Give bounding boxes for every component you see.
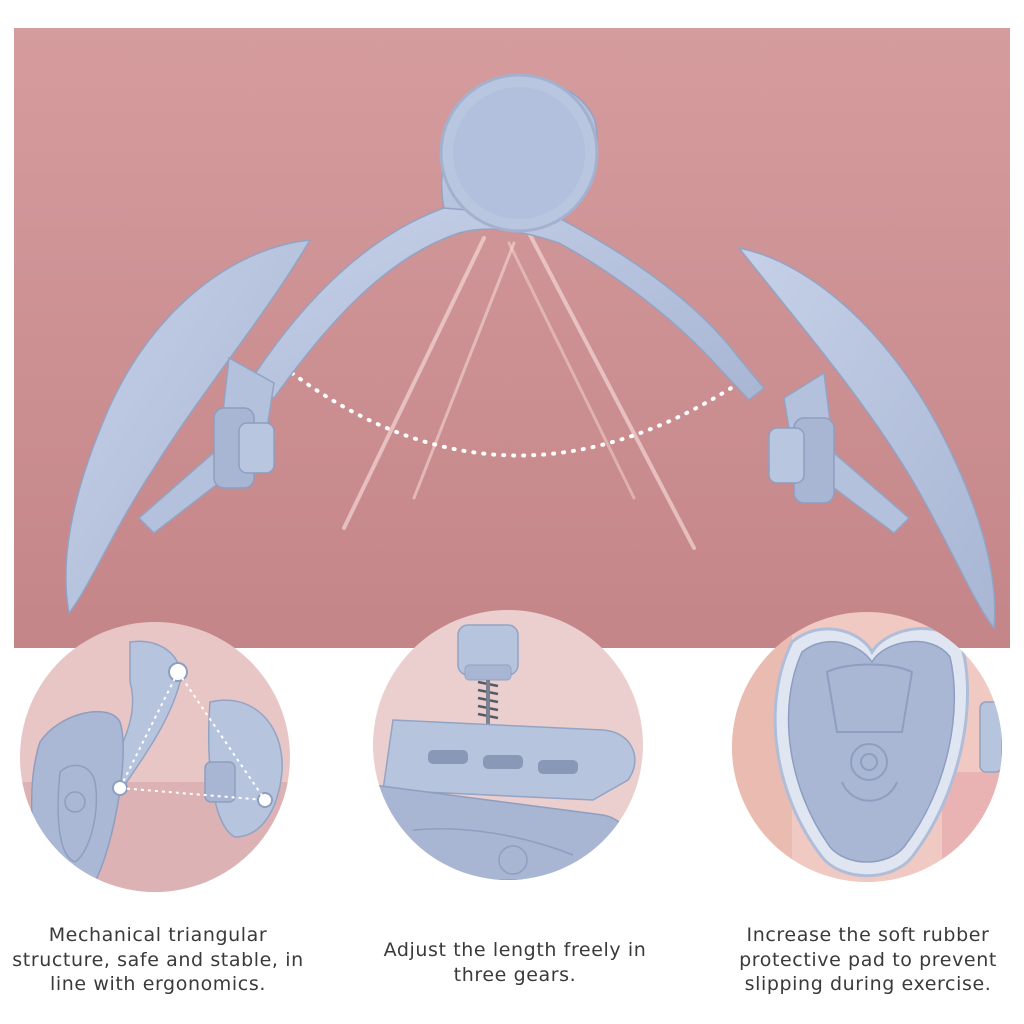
caption-length-gears: Adjust the length freely in three gears. — [383, 939, 647, 986]
detail-circle-length-adjustment — [373, 610, 643, 880]
angle-arc-dotted — [290, 371, 756, 458]
caption-rubber-pad: Increase the soft rubber protective pad … — [739, 924, 997, 995]
device-frame — [247, 73, 766, 402]
detail-circle-rubber-pad — [732, 612, 1002, 882]
triangle-dashed-lines — [119, 671, 266, 801]
hero-product-image — [14, 28, 1010, 648]
detail-circle-triangular-structure — [20, 622, 290, 892]
caption-triangular-structure: Mechanical triangular structure, safe an… — [12, 924, 304, 995]
hip-trainer-illustration — [14, 28, 1010, 648]
light-beams — [342, 231, 696, 550]
right-leg-pad — [737, 246, 996, 630]
left-leg-pad — [65, 239, 312, 615]
